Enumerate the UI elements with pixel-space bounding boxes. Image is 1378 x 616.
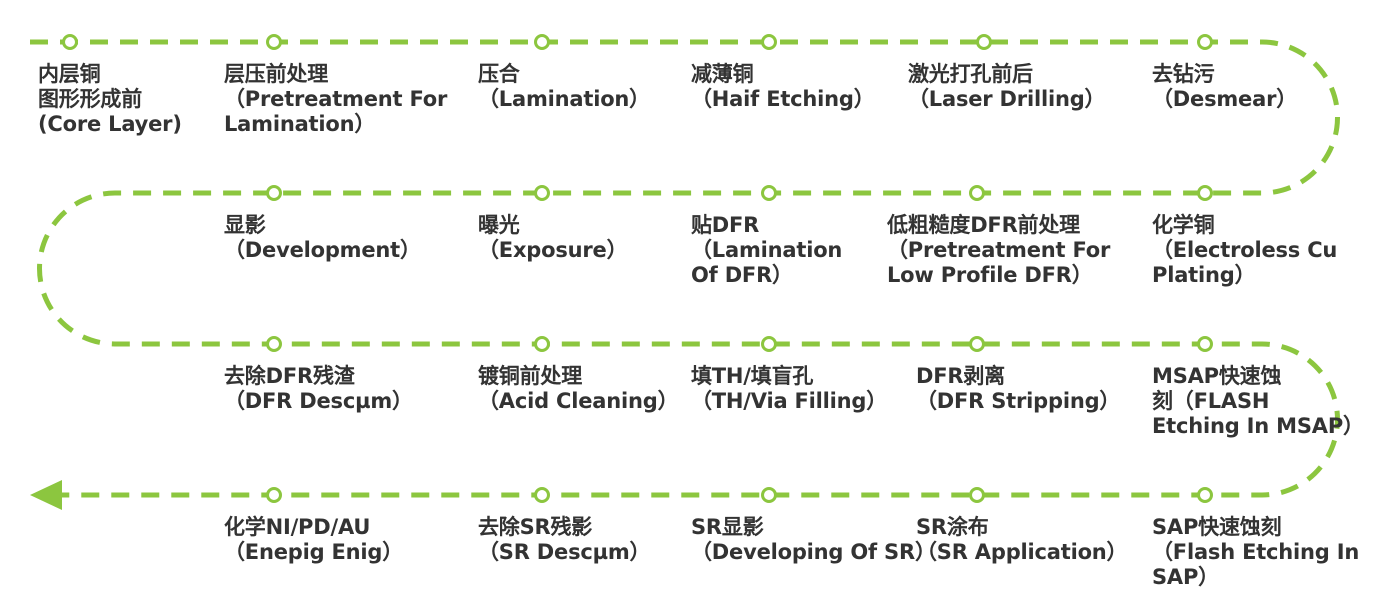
- step-subtitle: Of DFR）: [691, 263, 793, 287]
- process-step: 内层铜图形形成前(Core Layer): [38, 62, 182, 137]
- step-subtitle: （TH/Via Filling）: [691, 389, 888, 413]
- step-node: [62, 34, 78, 50]
- step-title: 镀铜前处理: [478, 364, 582, 388]
- step-subtitle: （Haif Etching）: [691, 87, 875, 111]
- step-node: [534, 336, 550, 352]
- process-step: SR显影（Developing Of SR）: [691, 515, 936, 565]
- flow-end-arrow: [30, 480, 62, 510]
- step-subtitle: (Core Layer): [38, 112, 182, 136]
- step-title: MSAP快速蚀: [1152, 364, 1282, 388]
- step-subtitle: （Exposure）: [478, 238, 628, 262]
- process-step: SR涂布（SR Application）: [916, 515, 1128, 565]
- step-node: [534, 185, 550, 201]
- step-title: 层压前处理: [224, 62, 328, 86]
- step-subtitle: （Laser Drilling）: [908, 87, 1106, 111]
- step-node: [266, 336, 282, 352]
- step-node: [1197, 487, 1213, 503]
- step-node: [969, 336, 985, 352]
- step-subtitle: （Electroless Cu: [1152, 238, 1338, 262]
- step-node: [761, 336, 777, 352]
- step-node: [266, 185, 282, 201]
- process-step: 显影（Development）: [224, 213, 421, 263]
- step-title: 贴DFR: [691, 213, 760, 237]
- step-title: 内层铜: [38, 62, 101, 86]
- step-subtitle: Lamination）: [224, 112, 376, 136]
- step-subtitle: （DFR Descµm）: [224, 389, 413, 413]
- step-node: [534, 487, 550, 503]
- step-node: [761, 34, 777, 50]
- step-title: 压合: [478, 62, 520, 86]
- process-step: 曝光（Exposure）: [478, 213, 628, 263]
- step-title: SAP快速蚀刻: [1152, 515, 1282, 539]
- step-subtitle: （Desmear）: [1152, 87, 1298, 111]
- step-subtitle: （SR Descµm）: [478, 540, 651, 564]
- process-step: 减薄铜（Haif Etching）: [691, 62, 875, 112]
- step-subtitle: （Pretreatment For: [887, 238, 1111, 262]
- step-subtitle: Etching In MSAP）: [1152, 414, 1364, 438]
- step-title: 曝光: [478, 213, 520, 237]
- step-title: 化学铜: [1152, 213, 1215, 237]
- step-subtitle: （Flash Etching In: [1152, 540, 1360, 564]
- step-title: DFR剥离: [916, 364, 1005, 388]
- step-node: [1197, 34, 1213, 50]
- step-subtitle: （Acid Cleaning）: [478, 389, 679, 413]
- step-node: [266, 487, 282, 503]
- step-title: 去除DFR残渣: [224, 364, 355, 388]
- step-subtitle: （Developing Of SR）: [691, 540, 936, 564]
- process-step: DFR剥离（DFR Stripping）: [916, 364, 1120, 414]
- step-node: [761, 487, 777, 503]
- step-node: [969, 185, 985, 201]
- step-subtitle: （Lamination: [691, 238, 843, 262]
- step-subtitle: Low Profile DFR）: [887, 263, 1093, 287]
- process-step: 填TH/填盲孔（TH/Via Filling）: [691, 364, 887, 414]
- step-title: 低粗糙度DFR前处理: [887, 213, 1080, 237]
- process-step: 去除SR残影（SR Descµm）: [478, 515, 651, 565]
- step-node: [976, 34, 992, 50]
- step-subtitle: （Pretreatment For: [224, 87, 448, 111]
- step-node: [534, 34, 550, 50]
- process-step: 化学NI/PD/AU（Enepig Enig）: [224, 515, 403, 565]
- step-title: 化学NI/PD/AU: [224, 515, 371, 539]
- step-title: 激光打孔前后: [908, 62, 1033, 86]
- process-step: 压合（Lamination）: [478, 62, 650, 112]
- dashed-flow-line: [30, 39, 1340, 498]
- process-step: 去钻污（Desmear）: [1152, 62, 1297, 112]
- step-title: 去除SR残影: [478, 515, 593, 539]
- step-subtitle: SAP）: [1152, 565, 1219, 589]
- step-subtitle: 图形形成前: [38, 87, 142, 111]
- step-title: 减薄铜: [691, 62, 754, 86]
- step-subtitle: （SR Application）: [916, 540, 1128, 564]
- step-node: [266, 34, 282, 50]
- step-node: [969, 487, 985, 503]
- step-title: 填TH/填盲孔: [691, 364, 814, 388]
- step-node: [761, 185, 777, 201]
- step-subtitle: （Development）: [224, 238, 421, 262]
- process-step: 激光打孔前后（Laser Drilling）: [908, 62, 1106, 112]
- step-subtitle: Plating）: [1152, 263, 1256, 287]
- step-node: [1197, 185, 1213, 201]
- step-subtitle: 刻（FLASH: [1152, 389, 1270, 413]
- process-step: 去除DFR残渣（DFR Descµm）: [224, 364, 413, 414]
- step-subtitle: （DFR Stripping）: [916, 389, 1121, 413]
- step-node: [1197, 336, 1213, 352]
- step-title: 显影: [224, 213, 266, 237]
- step-title: SR涂布: [916, 515, 989, 539]
- step-subtitle: （Lamination）: [478, 87, 650, 111]
- step-subtitle: （Enepig Enig）: [224, 540, 404, 564]
- process-step: 镀铜前处理（Acid Cleaning）: [478, 364, 679, 414]
- step-title: SR显影: [691, 515, 764, 539]
- step-title: 去钻污: [1152, 62, 1215, 86]
